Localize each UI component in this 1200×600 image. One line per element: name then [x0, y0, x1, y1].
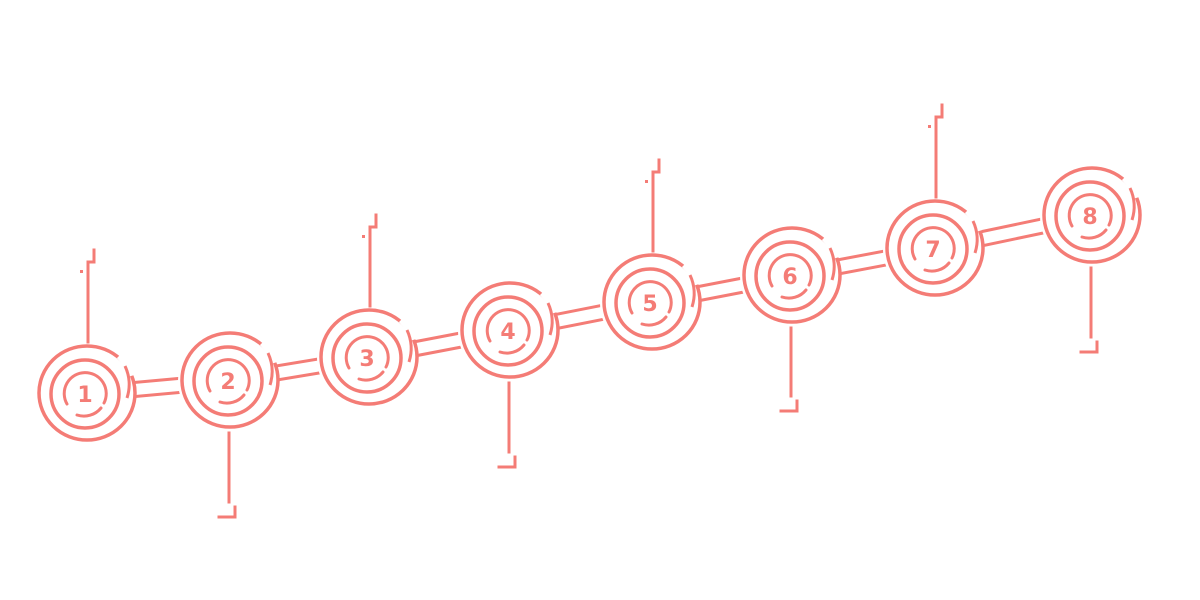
- middle-ring: [192, 345, 264, 417]
- step-4-node: 4: [458, 281, 560, 381]
- inner-arc: [1067, 193, 1113, 228]
- callouts: [80, 103, 1099, 519]
- inner-arc: [485, 308, 531, 343]
- outer-ring: [460, 281, 560, 379]
- middle-ring: [754, 240, 826, 312]
- callout-dot: [362, 235, 365, 238]
- step-4-callout: [497, 381, 517, 469]
- outer-ring-swirl: [971, 220, 979, 254]
- callout-bracket: [779, 326, 799, 413]
- outer-ring: [885, 199, 985, 297]
- inner-arc: [910, 226, 956, 261]
- outer-ring: [1042, 166, 1142, 264]
- step-3-callout: [362, 213, 378, 308]
- callout-bracket: [368, 213, 378, 308]
- step-1-callout: [80, 248, 96, 344]
- outer-ring: [319, 308, 419, 406]
- callout-dot: [645, 180, 648, 183]
- callout-dot: [928, 125, 931, 128]
- outer-ring-swirl: [688, 274, 696, 308]
- inner-arc-lower: [1080, 228, 1108, 240]
- step-2-callout: [217, 431, 237, 519]
- outer-ring-gap: [539, 290, 557, 314]
- inner-arc: [205, 358, 251, 393]
- step-6-node: 6: [740, 226, 842, 326]
- inner-arc-lower: [923, 261, 951, 273]
- outer-ring: [180, 331, 280, 429]
- inner-arc-lower: [640, 315, 668, 327]
- outer-ring: [37, 344, 137, 442]
- middle-ring: [614, 267, 686, 339]
- step-5-node: 5: [600, 253, 702, 353]
- inner-arc-lower: [357, 370, 385, 382]
- step-number-label: 3: [359, 347, 374, 372]
- inner-arc-lower: [75, 406, 103, 418]
- step-7-node: 7: [883, 199, 985, 299]
- middle-ring: [897, 213, 969, 285]
- step-7-callout: [928, 103, 944, 199]
- outer-ring-swirl: [546, 302, 554, 336]
- callout-bracket: [497, 381, 517, 469]
- outer-ring-swirl: [266, 352, 274, 386]
- step-5-callout: [645, 158, 661, 253]
- step-6-callout: [779, 326, 799, 413]
- step-number-label: 4: [500, 320, 515, 345]
- outer-ring: [602, 253, 702, 351]
- inner-arc: [344, 335, 390, 370]
- step-number-label: 8: [1082, 205, 1097, 230]
- outer-ring-gap: [821, 235, 839, 259]
- step-1-node: 1: [35, 344, 137, 444]
- outer-ring-gap: [398, 317, 416, 341]
- step-number-label: 7: [925, 238, 940, 263]
- step-8-callout: [1079, 266, 1099, 354]
- outer-ring-gap: [1121, 175, 1139, 199]
- callout-dot: [80, 270, 83, 273]
- outer-ring-gap: [964, 208, 982, 232]
- inner-arc: [627, 280, 673, 315]
- step-number-label: 6: [782, 265, 797, 290]
- outer-ring-swirl: [828, 247, 836, 281]
- outer-ring-gap: [681, 262, 699, 286]
- inner-arc: [62, 371, 108, 406]
- step-number-label: 1: [77, 383, 92, 408]
- outer-ring: [742, 226, 842, 324]
- callout-bracket: [217, 431, 237, 519]
- middle-ring: [1054, 180, 1126, 252]
- callout-bracket: [1079, 266, 1099, 354]
- step-number-label: 2: [220, 370, 235, 395]
- step-2-node: 2: [178, 331, 280, 431]
- outer-ring-gap: [116, 353, 134, 377]
- inner-arc-lower: [218, 393, 246, 405]
- outer-ring-swirl: [405, 329, 413, 363]
- middle-ring: [472, 295, 544, 367]
- callout-bracket: [651, 158, 661, 253]
- callout-bracket: [934, 103, 944, 199]
- inner-arc-lower: [780, 288, 808, 300]
- step-nodes: 1 2 3 4 5 6 7 8: [35, 166, 1142, 444]
- callout-bracket: [86, 248, 96, 344]
- inner-arc: [767, 253, 813, 288]
- outer-ring-gap: [259, 340, 277, 364]
- inner-arc-lower: [498, 343, 526, 355]
- outer-ring-swirl: [123, 365, 131, 399]
- middle-ring: [49, 358, 121, 430]
- outer-ring-swirl: [1128, 187, 1136, 221]
- step-3-node: 3: [317, 308, 419, 408]
- middle-ring: [331, 322, 403, 394]
- step-8-node: 8: [1040, 166, 1142, 266]
- step-number-label: 5: [642, 292, 657, 317]
